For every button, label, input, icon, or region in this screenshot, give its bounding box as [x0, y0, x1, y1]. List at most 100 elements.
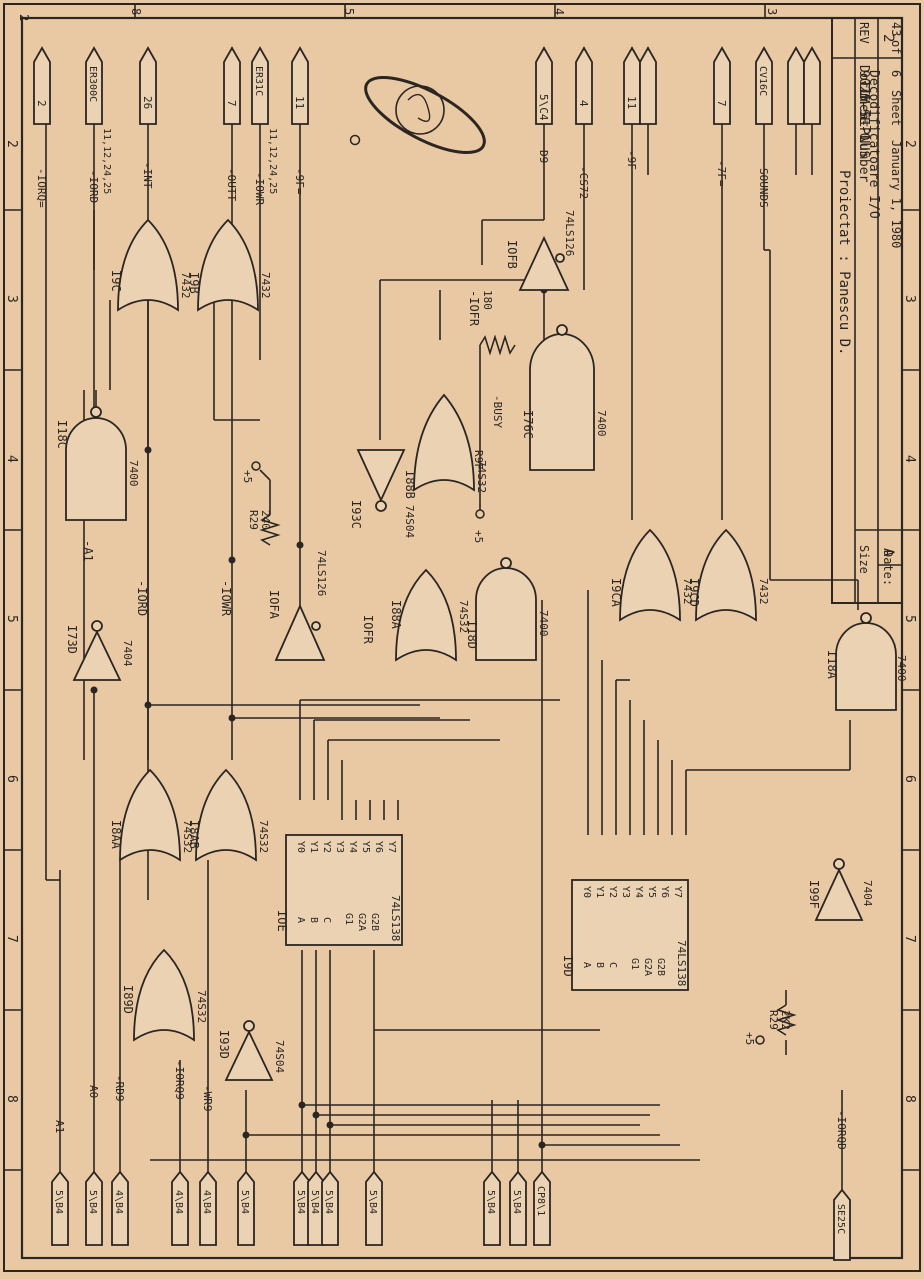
svg-text:I18C: I18C — [55, 420, 69, 449]
gate-i88a: I88A 74S32 — [389, 568, 470, 662]
svg-text:I8AA: I8AA — [109, 820, 123, 850]
size-label: Size — [857, 545, 871, 574]
in-ref-a0: 5\B4 — [87, 1190, 98, 1214]
in-ref-a12: 5\B4 — [239, 1190, 250, 1214]
gate-iofb: IOFB 74LS126 — [505, 210, 576, 291]
out-port-d9: 5\C4 D9 — [535, 46, 553, 163]
svg-text:I93C: I93C — [349, 500, 363, 529]
svg-text:ER31C: ER31C — [253, 66, 264, 96]
i9d-pin-y6: Y6 — [659, 886, 670, 898]
sheet-label: Sheet — [889, 90, 903, 126]
date-label: Date: — [881, 550, 895, 586]
gate-i9ca: I9CA 7432 — [609, 528, 694, 622]
gate-i9c: I9C 7432 — [109, 218, 192, 312]
i9d-pin-g2b: G2B — [655, 958, 666, 976]
ioe-pin-y6: Y6 — [373, 841, 384, 853]
svg-text:74S32: 74S32 — [195, 990, 208, 1023]
in-ref-a0b: 5\B4 — [485, 1190, 496, 1214]
svg-text:7404: 7404 — [121, 640, 134, 667]
svg-text:I18D: I18D — [465, 620, 479, 649]
right-tick-6: 7 — [902, 935, 917, 943]
svg-text:I8AB: I8AB — [187, 820, 201, 849]
input-ports: 5\B4 A1 5\B4 A0 4\B4 -RD9 4\B4 -IORQ9 4\… — [51, 1060, 851, 1261]
rev-value: 2 — [880, 34, 896, 42]
doc-title: Decodificatoare I/O — [866, 70, 881, 219]
ioe-pin-g2a: G2A — [356, 913, 367, 931]
i9d-pin-c: C — [607, 962, 618, 968]
right-tick-3: 4 — [902, 455, 917, 463]
gate-i8ab: I8AB 74S32 — [187, 768, 270, 862]
in-ref-a0c: 5\B4 — [511, 1190, 522, 1214]
sheet-number: 6 — [889, 70, 903, 77]
svg-text:74LS126: 74LS126 — [315, 550, 328, 596]
ioe-pin-y3: Y3 — [334, 841, 345, 853]
i9d-pin-g1: G1 — [629, 958, 640, 970]
r29-vcc: +5 — [241, 470, 254, 483]
svg-text:7432: 7432 — [179, 272, 192, 299]
decoder-i9d: I9D 74LS138 — [561, 879, 689, 991]
i9d-pin-b: B — [594, 962, 605, 968]
svg-text:I89D: I89D — [121, 985, 135, 1014]
output-ports: 2 -IORQ= ER300C 11,12,24,25 -IORD 26 -IN… — [33, 46, 821, 208]
gate-i73d: I73D 7404 — [65, 620, 134, 681]
svg-text:2K2: 2K2 — [779, 1010, 792, 1030]
ioe-pin-g2b: G2B — [369, 913, 380, 931]
top-tick-1: 2 — [17, 14, 31, 21]
svg-text:74S32: 74S32 — [457, 600, 470, 633]
doc-code: 9025-SE-0 — [856, 70, 871, 140]
net-a1-n: -A1 — [81, 540, 95, 562]
out-port-iord: ER300C 11,12,24,25 -IORD — [85, 46, 112, 203]
gate-i93c: I93C 74S04 — [349, 449, 416, 538]
out-port-outt: 7 -OUTT — [223, 46, 241, 201]
wiring — [45, 124, 859, 1190]
logo — [349, 75, 486, 155]
svg-text:I9C: I9C — [109, 270, 123, 292]
svg-text:74S04: 74S04 — [403, 505, 416, 538]
svg-text:7400: 7400 — [127, 460, 140, 487]
svg-text:7: 7 — [715, 100, 728, 107]
svg-text:ER300C: ER300C — [87, 66, 98, 102]
in-ref-a1b: 5\B4 — [367, 1190, 378, 1214]
top-tick-5: 3 — [765, 8, 779, 15]
inner-border — [20, 16, 904, 1260]
right-tick-4: 5 — [902, 615, 917, 623]
out-port-iowr: ER31C 11,12,24,25 -IOWR — [251, 46, 278, 205]
out-port-iorq: 2 -IORQ= — [33, 46, 51, 208]
gate-iofa: IOFA 74LS126 — [267, 550, 328, 661]
in-ref-iorq0: CP8\1 — [535, 1186, 546, 1216]
net-iofr: IOFR — [361, 615, 375, 645]
gate-i9b: I9B 7432 — [187, 218, 272, 312]
svg-text:I18A: I18A — [825, 650, 839, 680]
svg-text:5\C4: 5\C4 — [537, 94, 550, 121]
svg-text:I9D: I9D — [561, 955, 575, 977]
svg-text:I9CD: I9CD — [687, 578, 701, 607]
gate-i8aa: I8AA 74S32 — [109, 768, 194, 862]
ioe-pin-b: B — [308, 917, 319, 923]
date-value: January 1, 1980 — [889, 140, 903, 248]
svg-text:R29: R29 — [767, 1010, 780, 1030]
i9d-pin-y1: Y1 — [594, 886, 605, 898]
gate-i76c: I76C 7400 — [521, 324, 608, 471]
top-tick-3: 5 — [342, 8, 356, 15]
multi-ref-iord: 11,12,24,25 — [101, 128, 112, 194]
svg-text:7404: 7404 — [861, 880, 874, 907]
left-tick-6: 7 — [4, 935, 19, 943]
ioe-pin-y0: Y0 — [295, 841, 306, 853]
svg-text:7: 7 — [225, 100, 238, 107]
svg-text:7400: 7400 — [895, 655, 908, 682]
i9d-pin-y3: Y3 — [620, 886, 631, 898]
gate-i18a: I18A 7400 — [825, 612, 908, 711]
i9d-pin-y0: Y0 — [581, 886, 592, 898]
i9d-pin-y2: Y2 — [607, 886, 618, 898]
svg-text:74LS126: 74LS126 — [563, 210, 576, 256]
svg-text:I93D: I93D — [217, 1030, 231, 1059]
svg-text:IOE: IOE — [275, 910, 289, 932]
svg-text:74S32: 74S32 — [257, 820, 270, 853]
resistor-r9f: +5 R9F 180 -BUSY — [472, 290, 516, 543]
ioe-pin-a: A — [295, 917, 306, 923]
r29b-vcc: +5 — [743, 1032, 756, 1045]
left-tick-7: 8 — [4, 1095, 19, 1103]
out-port-9f-a: 11 -9F= — [291, 46, 309, 195]
rev-label: REV — [857, 22, 871, 44]
